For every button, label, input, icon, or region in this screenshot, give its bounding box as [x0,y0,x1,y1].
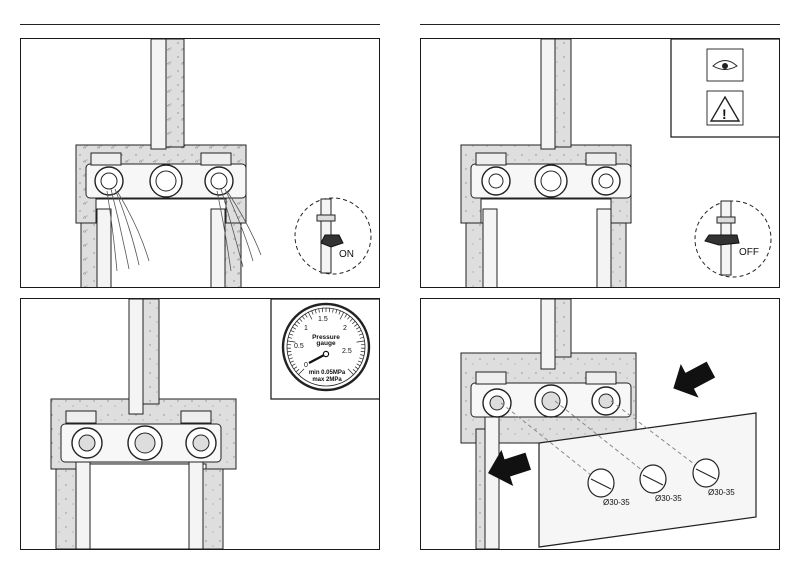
gauge-tick [291,363,296,367]
gauge-tick [354,366,359,370]
gauge-tick [318,308,320,313]
warning-mark: ! [722,106,727,122]
gauge-tick [347,315,351,320]
hole-label-1: Ø30-35 [603,498,630,507]
gauge-tick [292,326,297,330]
gauge-tick [356,340,365,343]
valve-on-label: ON [339,249,354,260]
top-rule-left [20,24,380,25]
gauge-tick [298,368,305,375]
step-2-illustration: ! OFF [460,39,779,287]
gauge-label-2: 2 [343,325,347,332]
gauge-tick [360,354,365,356]
cover-hole-2 [639,464,667,494]
step-4-illustration: Ø30-35 Ø30-35 Ø30-35 [460,299,757,549]
gauge-tick [311,310,314,315]
gauge-tick [287,354,292,356]
step-4-panel: Ø30-35 Ø30-35 Ø30-35 [420,298,780,550]
gauge-tick [314,309,317,314]
gauge-tick [295,369,300,373]
gauge-tick [352,369,357,373]
step-1-panel: ON [20,38,380,288]
gauge-tick [359,336,364,339]
warning-triangle-icon: ! [706,90,744,126]
gauge-tick [349,318,353,322]
inspect-eye-icon [706,48,744,82]
gauge-label-2-5: 2.5 [342,348,352,355]
push-arrow-bottom-icon [487,449,532,487]
gauge-tick [359,357,364,360]
step-2-panel: ! OFF [420,38,780,288]
gauge-tick [304,313,308,318]
gauge-tick [299,318,303,322]
gauge-label-0-5: 0.5 [294,343,304,350]
cover-hole-1 [587,468,615,498]
top-rule-right [420,24,780,25]
gauge-tick [339,312,345,320]
gauge-tick [335,309,338,314]
gauge-tick [356,363,361,367]
gauge-tick [288,336,293,339]
gauge-tick [287,340,296,343]
gauge-tick [289,333,294,336]
gauge-tick [288,357,293,360]
gauge-tick [357,360,362,363]
gauge-max-label: max 2MPa [312,377,342,383]
gauge-tick [287,351,292,353]
step-3-illustration: 0 0.5 1 1.5 2 2.5 Pressure gauge min 0.0… [50,299,379,549]
step-3-panel: 0 0.5 1 1.5 2 2.5 Pressure gauge min 0.0… [20,298,380,550]
step-1-illustration: ON [75,39,372,287]
gauge-tick [355,326,360,330]
gauge-tick [338,310,341,315]
gauge-label-1-5: 1.5 [318,316,328,323]
gauge-tick [360,351,365,353]
gauge-tick [352,320,356,325]
gauge-title-line1: Pressure [312,334,340,341]
gauge-tick [332,308,334,313]
gauge-label-0: 0 [304,362,308,369]
valve-off-label: OFF [739,247,759,258]
hole-label-3: Ø30-35 [708,488,735,497]
gauge-min-label: min 0.05MPa [309,370,346,376]
gauge-tick [301,315,305,320]
gauge-tick [307,312,313,320]
gauge-tick [358,333,363,336]
gauge-tick [290,360,295,363]
push-arrow-top-icon [673,361,716,398]
gauge-tick [354,323,358,327]
gauge-tick [294,323,298,327]
gauge-tick [293,366,298,370]
gauge-tick [347,368,354,375]
gauge-tick [296,320,300,325]
pressure-gauge: 0 0.5 1 1.5 2 2.5 Pressure gauge min 0.0… [281,302,371,392]
gauge-title-line2: gauge [316,340,336,347]
hole-label-2: Ø30-35 [655,494,682,503]
gauge-tick [344,313,348,318]
gauge-label-1: 1 [304,325,308,332]
gauge-tick [357,330,362,333]
gauge-tick [290,330,295,333]
cover-hole-3 [692,458,720,488]
